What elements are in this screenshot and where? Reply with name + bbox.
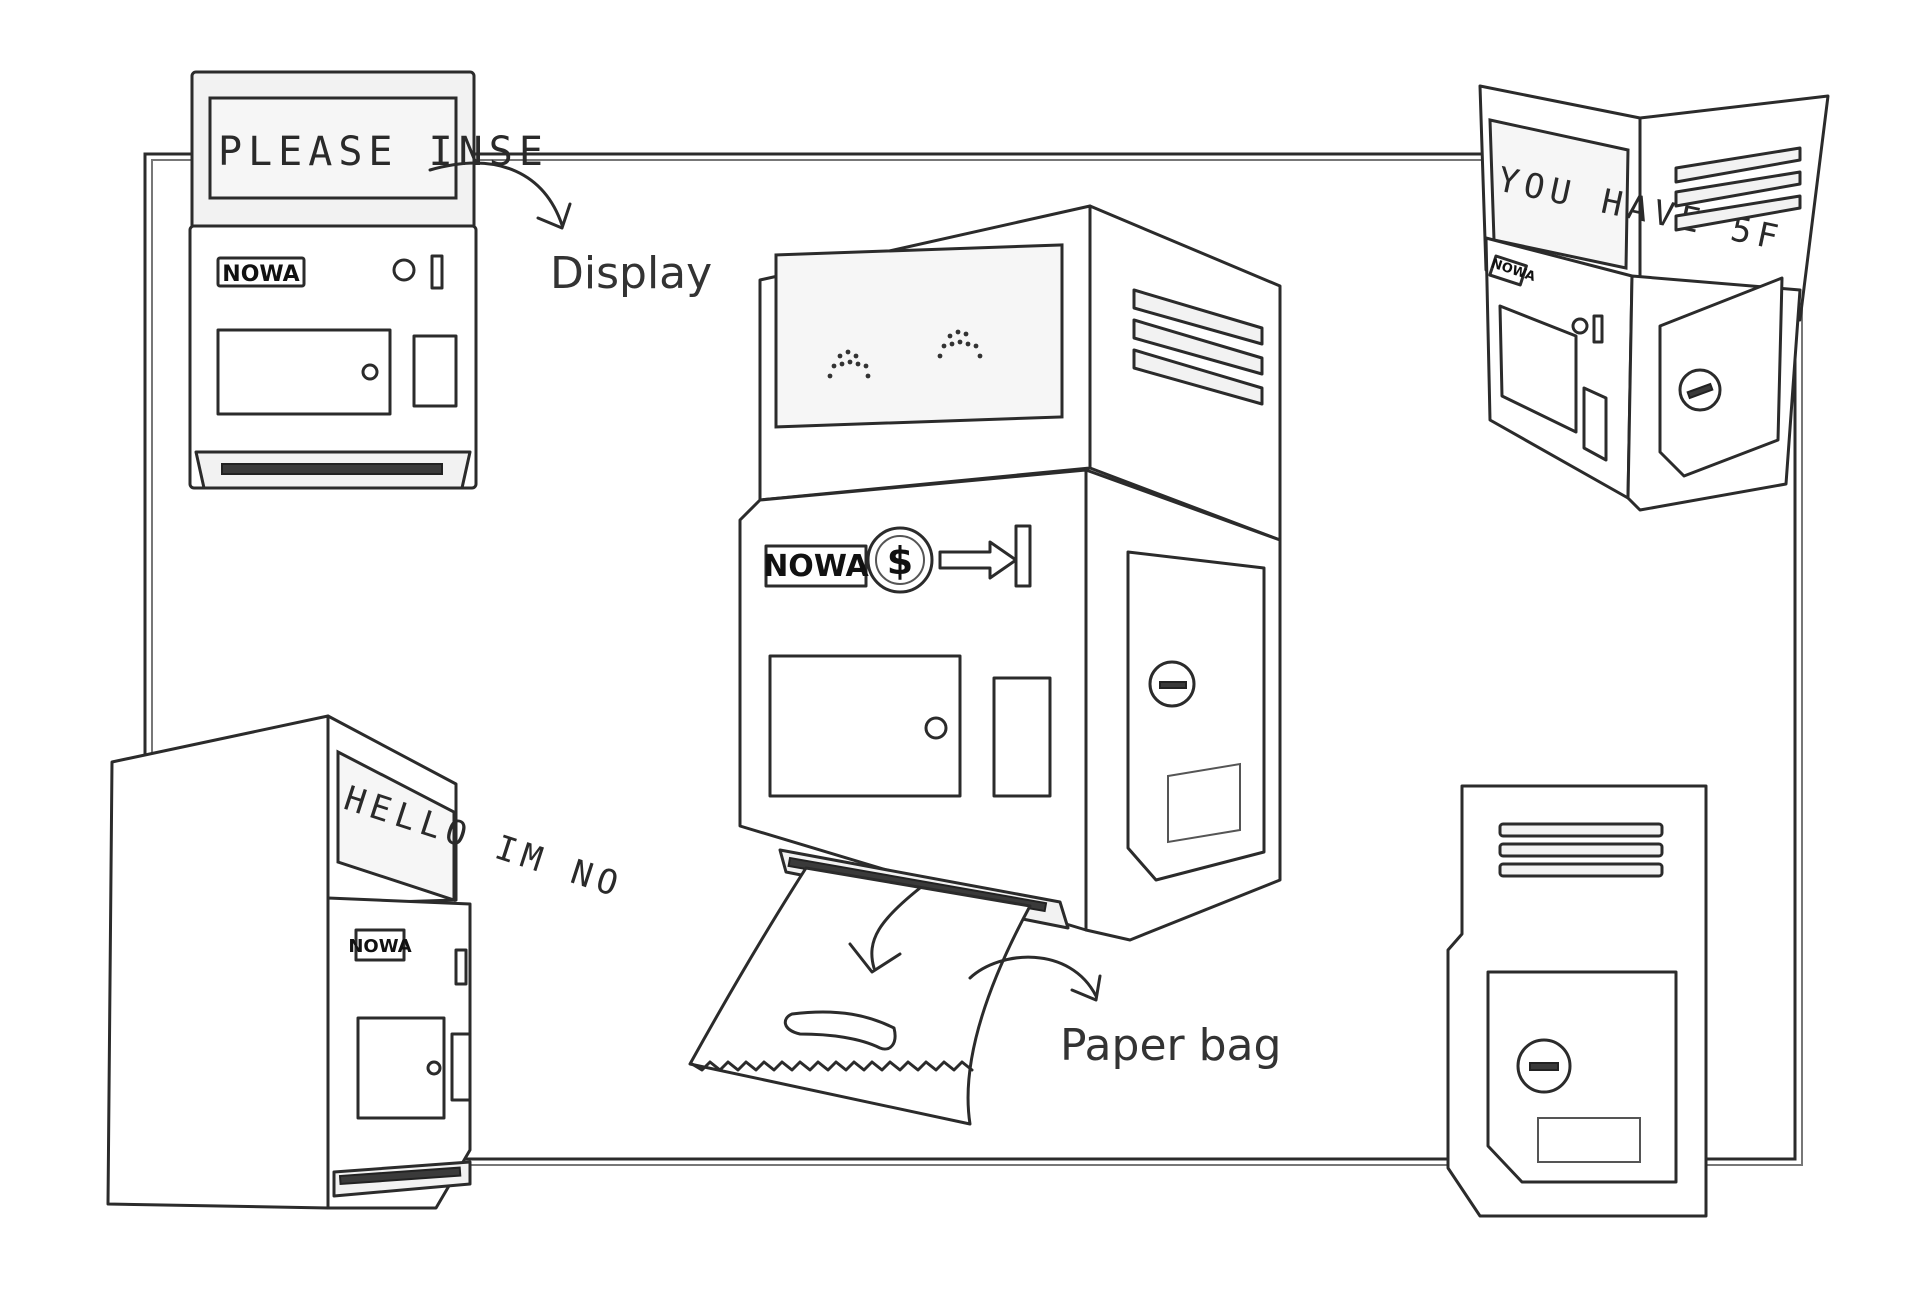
front-brand-text: NOWA <box>222 262 299 287</box>
main-display-eyes <box>827 329 983 379</box>
front-side-panel <box>412 334 458 408</box>
back-side-door <box>1658 276 1784 478</box>
insert-arrow-icon <box>938 540 1018 580</box>
front-display-text: PLEASE INSE <box>218 129 549 175</box>
coin-icon <box>866 526 934 594</box>
main-display-screen <box>774 243 1064 429</box>
left-display-screen <box>336 749 456 903</box>
rear-view-machine <box>1446 784 1708 1218</box>
rear-vents <box>1498 822 1664 878</box>
main-side-vents <box>1132 288 1264 406</box>
display-callout-label: Display <box>550 248 712 299</box>
front-button-icon <box>392 258 416 282</box>
back-top-vents <box>1674 146 1802 232</box>
main-side-door <box>1126 550 1266 882</box>
rear-door-panel <box>1486 970 1678 1184</box>
left-paper-slot <box>338 1166 462 1186</box>
back-view-machine: YOU HAVE 5F NOWA <box>1478 84 1830 512</box>
main-brand-text: NOWA <box>763 549 869 584</box>
paper-bag-callout: Paper bag <box>968 955 1281 1071</box>
left-brand-badge <box>354 928 406 962</box>
back-display-screen <box>1488 118 1630 270</box>
back-brand-badge <box>1488 254 1528 287</box>
front-door-panel <box>216 328 392 416</box>
front-paper-slot <box>221 463 443 475</box>
left-brand-text: NOWA <box>348 936 411 957</box>
main-door-lock-icon <box>924 716 948 740</box>
front-coin-slot <box>430 254 444 290</box>
front-view-machine: PLEASE INSE NOWA <box>188 70 549 490</box>
paper-bag-callout-label: Paper bag <box>1060 1020 1281 1071</box>
front-display-screen <box>208 96 458 200</box>
display-callout: Display <box>428 161 712 299</box>
front-door-lock-icon <box>361 363 379 381</box>
main-coin-slot <box>1014 524 1032 588</box>
main-brand-badge <box>764 544 868 588</box>
left-view-machine: HELLO IM NO NOWA <box>106 714 629 1210</box>
paper-bag <box>688 866 1032 1126</box>
left-door-panel <box>356 1016 446 1120</box>
main-view-machine: NOWA $ <box>738 204 1282 942</box>
background-frame <box>143 152 1803 1166</box>
front-brand-badge <box>216 256 306 288</box>
paper-bag-handle <box>783 1010 897 1051</box>
coin-symbol: $ <box>887 539 913 583</box>
main-side-panel <box>992 676 1052 798</box>
